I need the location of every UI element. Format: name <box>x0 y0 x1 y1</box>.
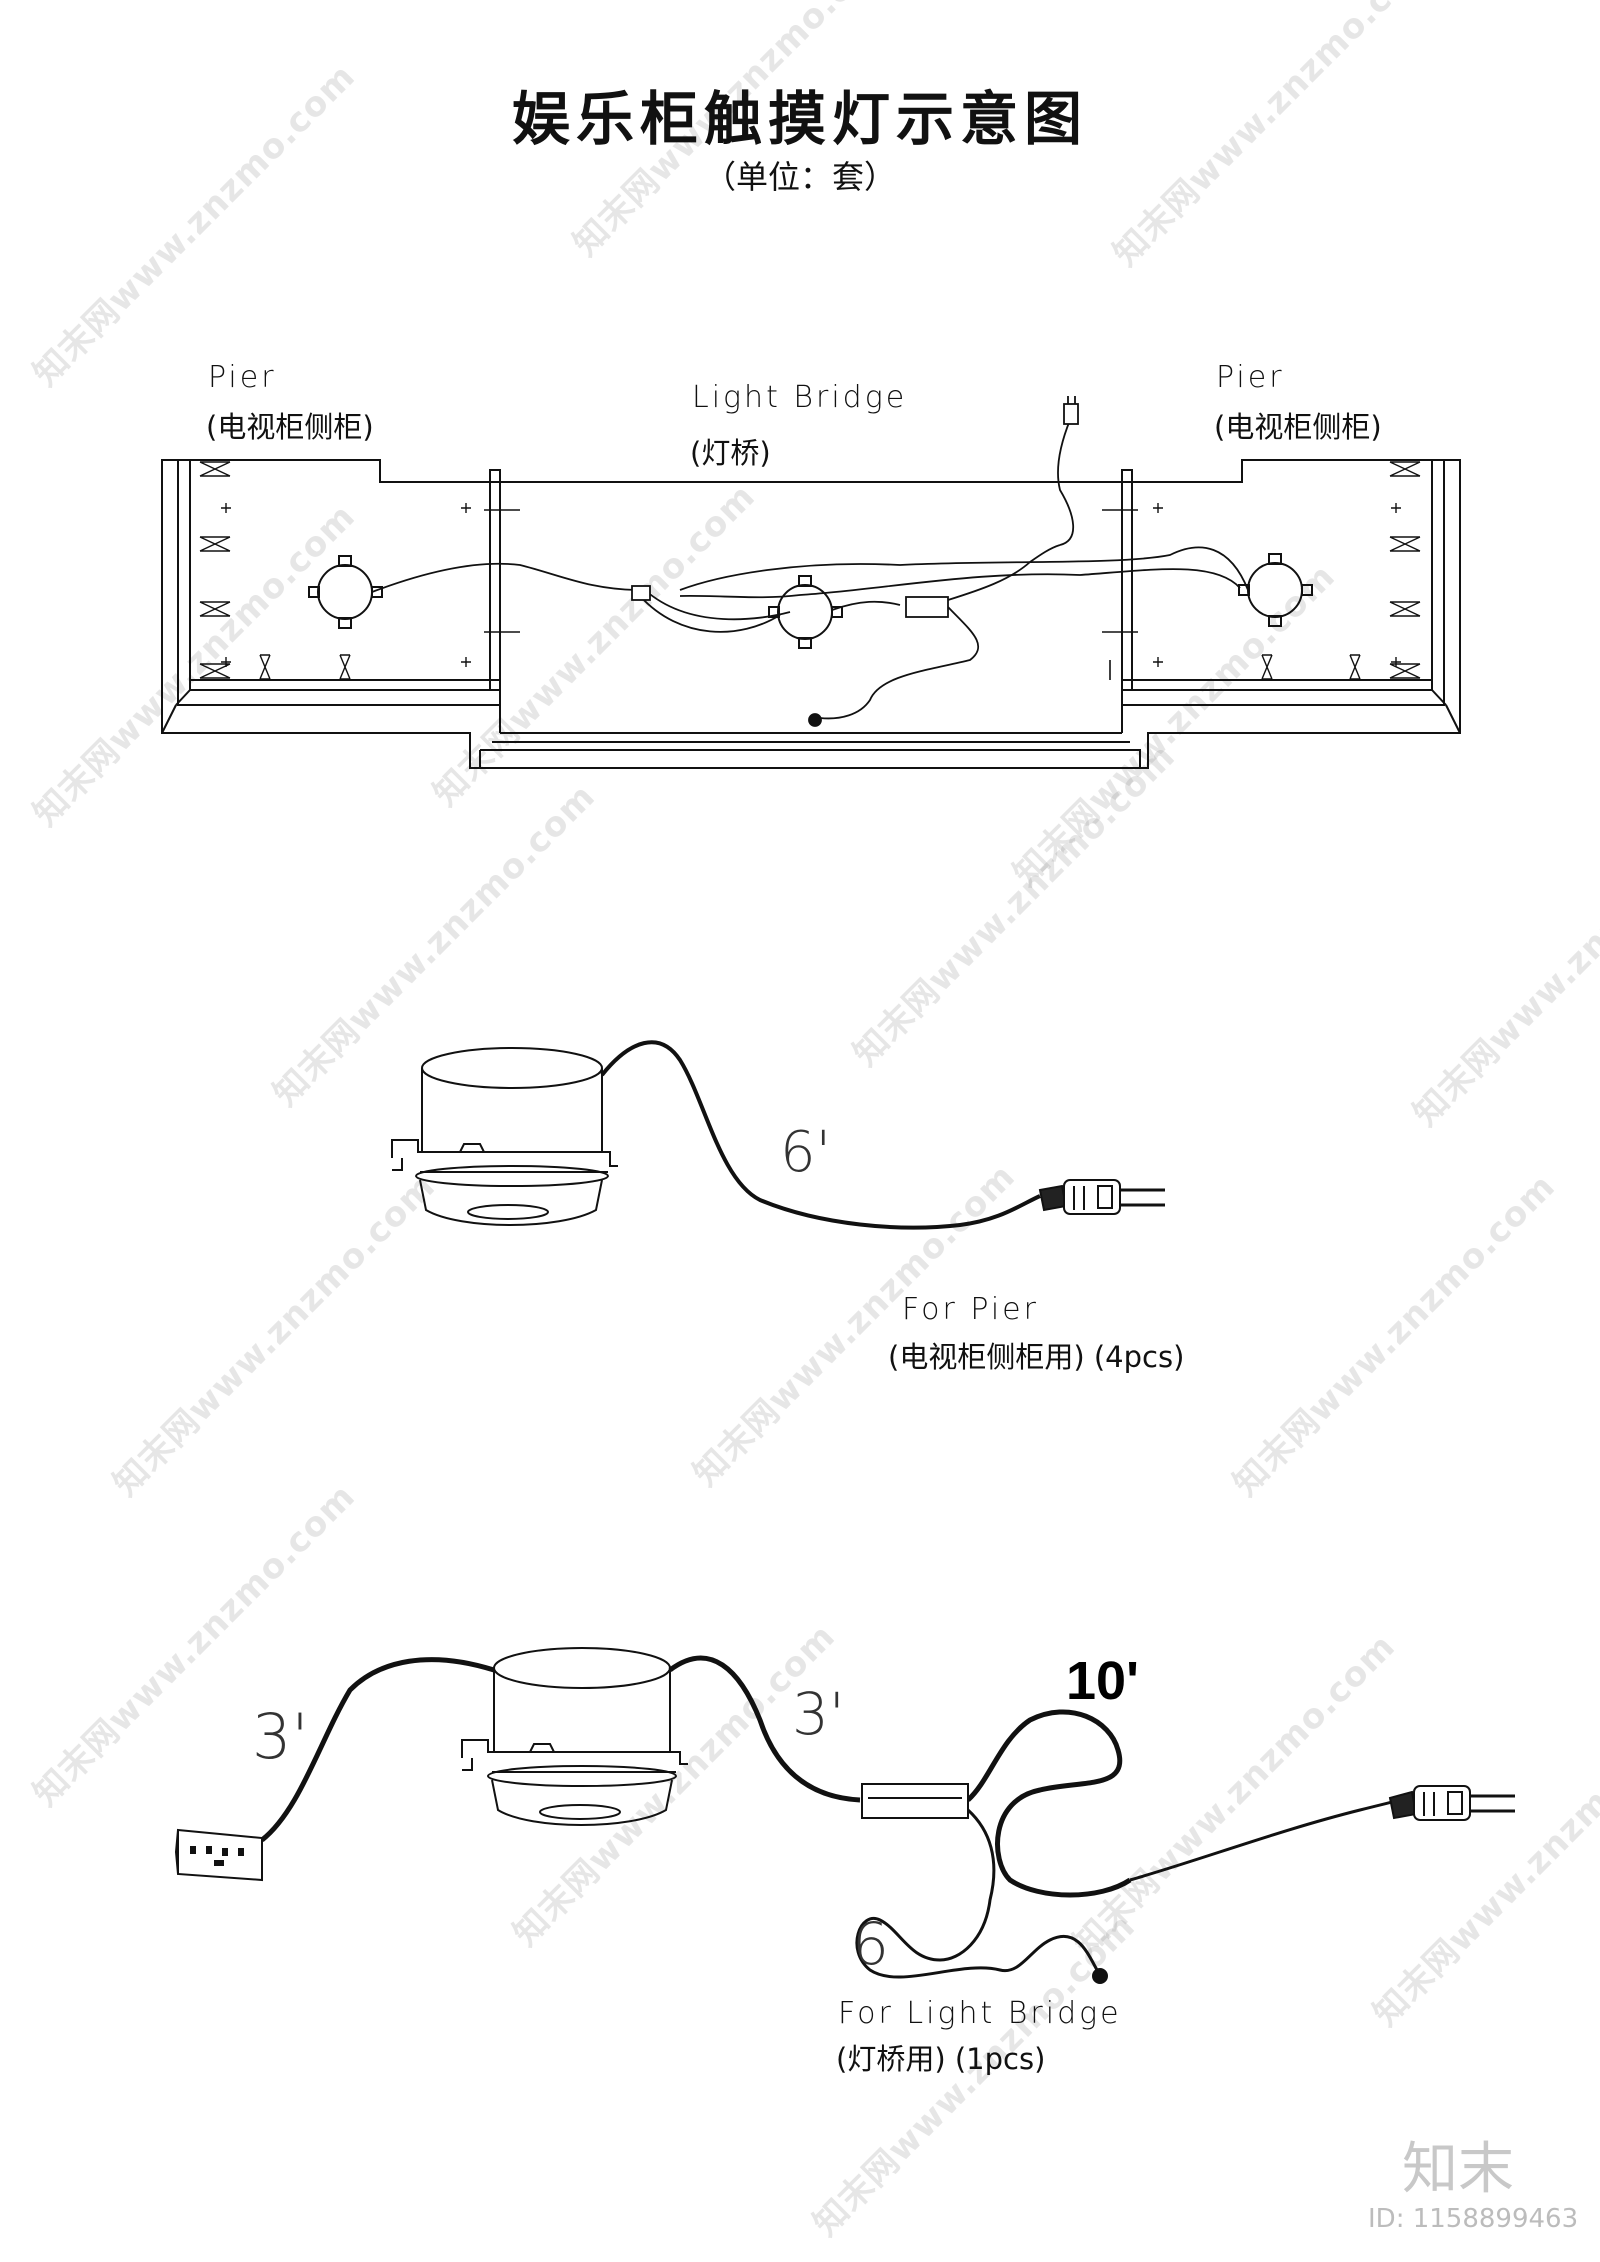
label-pier-left: Pier <box>208 360 277 395</box>
bridge-plug <box>1388 1785 1515 1821</box>
page-subtitle: （单位：套） <box>703 158 896 196</box>
pier-cord-length: 6' <box>780 1120 832 1185</box>
wall-cross-mark <box>259 654 271 680</box>
brand-logo: 知末 <box>1402 2137 1514 2202</box>
pier-cord <box>600 1040 1041 1230</box>
right-partition <box>1121 469 1133 691</box>
wall-cross-mark <box>339 654 351 680</box>
bridge-kit-label: For Light Bridge <box>838 1996 1122 2031</box>
wall-cross-mark <box>199 601 231 617</box>
bridge-light-fixture <box>461 1647 688 1826</box>
pier-kit-label-cn: (电视柜侧柜用) (4pcs) <box>888 1340 1185 1374</box>
plus-marks <box>221 503 1401 667</box>
plan-wiring <box>371 396 1249 727</box>
image-id: ID: 1158899463 <box>1368 2204 1579 2234</box>
bridge-cords <box>260 1655 1132 1898</box>
sensor-tip <box>1092 1968 1108 1984</box>
label-pier-right-cn: (电视柜侧柜) <box>1214 410 1382 444</box>
bridge-mid-cord-length: 3' <box>792 1680 845 1748</box>
wall-cross-mark <box>199 461 231 477</box>
wall-cross-marks <box>199 461 1421 680</box>
pier-light-fixture <box>391 1047 618 1226</box>
bridge-thin-cords <box>855 1790 1441 1979</box>
wall-cross-mark <box>199 536 231 552</box>
plus-mark <box>1391 503 1401 513</box>
cabinet-plan <box>161 459 1461 769</box>
plus-mark <box>461 657 471 667</box>
bridge-rail <box>480 732 1141 768</box>
wall-cross-mark <box>1389 601 1421 617</box>
label-light-bridge: Light Bridge <box>692 380 908 415</box>
pier-plug <box>1038 1179 1165 1215</box>
left-partition <box>489 469 501 691</box>
wall-cross-mark <box>199 663 231 679</box>
wall-cross-mark <box>1389 461 1421 477</box>
plan-light-center <box>768 575 843 649</box>
plus-mark <box>461 503 471 513</box>
plus-mark <box>1153 503 1163 513</box>
wall-cross-mark <box>1389 536 1421 552</box>
bridge-sensor-cord-length: 6 <box>852 1910 889 1978</box>
bridge-main-cord-length: 10' <box>1066 1651 1139 1711</box>
bridge-left-cord-length: 3' <box>252 1700 309 1773</box>
bridge-outlet <box>174 1828 263 1882</box>
right-pier-inner <box>1121 460 1445 706</box>
plus-mark <box>1153 657 1163 667</box>
plus-mark <box>1391 657 1401 667</box>
wall-cross-mark <box>1349 654 1361 680</box>
plus-mark <box>221 657 231 667</box>
wall-cross-mark <box>1389 663 1421 679</box>
page-title: 娱乐柜触摸灯示意图 <box>511 85 1088 153</box>
pier-kit-label: For Pier <box>902 1292 1039 1327</box>
label-pier-right: Pier <box>1216 360 1285 395</box>
plan-light-right <box>1238 553 1313 627</box>
plan-light-left <box>308 555 383 629</box>
left-pier-inner <box>177 460 501 706</box>
label-light-bridge-cn: (灯桥) <box>690 436 771 470</box>
bridge-kit-label-cn: (灯桥用) (1pcs) <box>836 2042 1046 2076</box>
plus-mark <box>221 503 231 513</box>
wall-cross-mark <box>1261 654 1273 680</box>
bridge-transformer <box>861 1783 969 1819</box>
label-pier-left-cn: (电视柜侧柜) <box>206 410 374 444</box>
